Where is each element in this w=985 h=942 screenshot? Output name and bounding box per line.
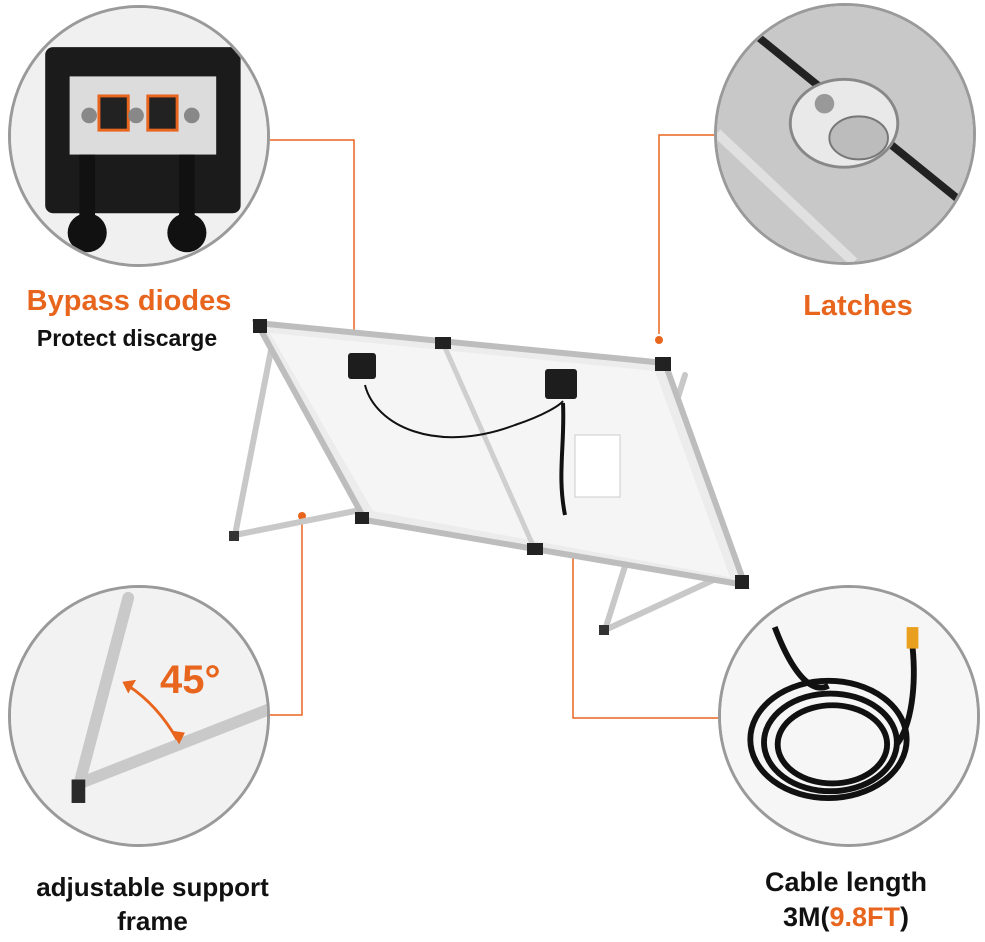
solar-panel-image (229, 319, 750, 635)
bypass-diodes-detail-image (8, 5, 270, 267)
latches-title: Latches (803, 290, 913, 322)
cable-length-suffix: ) (900, 902, 910, 932)
latches-detail-image (714, 3, 976, 265)
cable-detail-image (718, 585, 980, 847)
support-frame-detail-image (8, 585, 270, 847)
cable-title-line2: 3M(9.8FT) (733, 902, 959, 933)
cable-title-line1: Cable length (764, 867, 927, 897)
cable-length-feet: 9.8FT (829, 902, 901, 932)
support-angle-label: 45° (160, 658, 221, 702)
bypass-diodes-subtitle: Protect discarge (36, 325, 218, 351)
support-title-line2: frame (117, 906, 188, 936)
bypass-diodes-title: Bypass diodes (26, 285, 232, 317)
support-title-line1: adjustable support (36, 872, 269, 902)
cable-length-prefix: 3M( (782, 902, 830, 932)
